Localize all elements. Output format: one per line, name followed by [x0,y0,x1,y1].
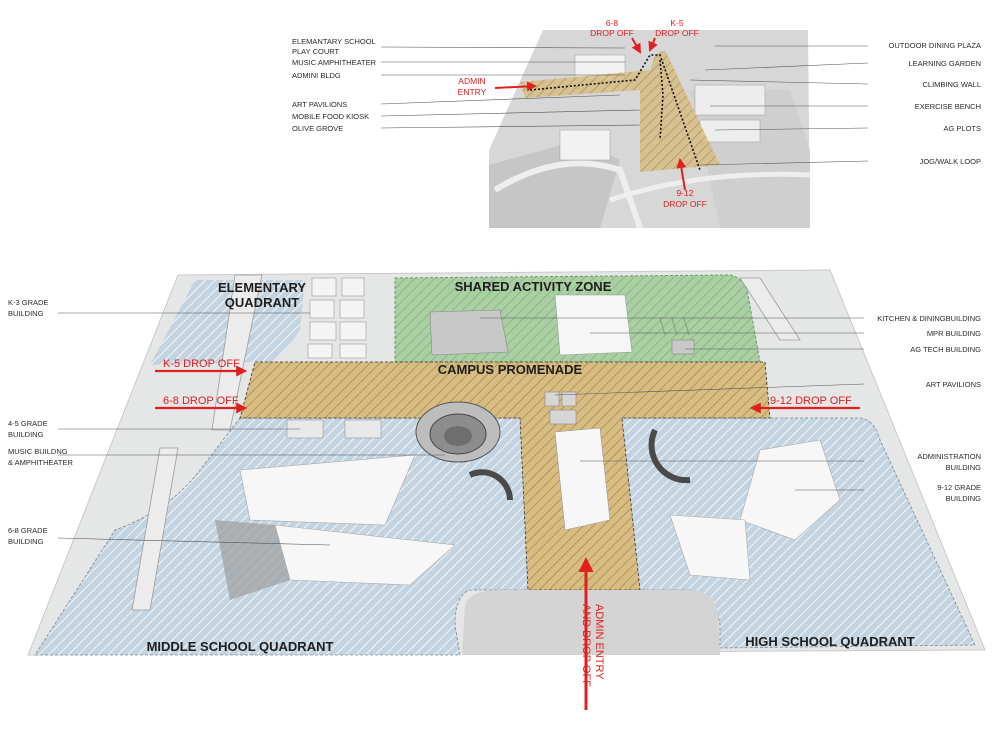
track-arc [468,469,513,501]
inset-drop-k5: DROP OFF [655,28,699,38]
label-music: & AMPHITHEATER [8,458,73,467]
elementary-quadrant-title: ELEMENTARY [218,280,306,295]
inset-jog-loop-2 [659,59,664,141]
label-mpr: MPR BUILDING [927,329,981,338]
label-music: MUSIC BUILDNG [8,447,68,456]
inset-road [493,160,643,229]
grade-68-building-top [239,454,416,526]
inset-label: ADMINI BLDG [292,71,341,80]
inset-label: OUTDOOR DINING PLAZA [888,41,981,50]
inset-road-2 [609,171,811,203]
ag-plots [659,317,690,336]
plan-drop-labels: K-5 DROP OFF 6-8 DROP OFF 9-12 DROP OFF … [163,358,852,687]
elementary-quadrant [150,280,305,365]
inset-drop-912: 9-12 [676,188,693,198]
middle-school-title: MIDDLE SCHOOL QUADRANT [147,639,334,654]
kitchen-dining-building [429,309,509,356]
plan-right-labels: KITCHEN & DININGBUILDING MPR BUILDING AG… [877,314,981,503]
track-arc [648,428,691,484]
inset-label: CLIMBING WALL [923,80,981,89]
inset-label: MOBILE FOOD KIOSK [292,112,369,121]
inset-label: EXERCISE BENCH [915,102,981,111]
administration-building [554,427,611,531]
drop-68-label: 6-8 DROP OFF [163,395,239,407]
inset-arrows [494,37,687,191]
label-k3: BUILDING [8,309,44,318]
inset-label: LEARNING GARDEN [908,59,981,68]
inset-admin-entry: ENTRY [458,87,487,97]
quadrant-titles: ELEMENTARY QUADRANT SHARED ACTIVITY ZONE… [147,279,915,654]
label-agtech: AG TECH BUILDING [910,345,981,354]
mpr-building [554,294,633,356]
label-68: BUILDING [8,537,44,546]
label-admin: BUILDING [946,463,982,472]
inset-label: PLAY COURT [292,47,340,56]
inset-promenade [520,50,720,172]
k3-buildings [307,277,367,359]
site-plan [27,269,986,656]
label-k3: K-3 GRADE [8,298,48,307]
drop-k5-label: K-5 DROP OFF [163,358,240,370]
inset-building [694,84,766,116]
high-school-title: HIGH SCHOOL QUADRANT [745,634,915,649]
inset-label: MUSIC AMPHITHEATER [292,58,377,67]
label-912: 9-12 GRADE [937,483,981,492]
inset-building [699,119,761,143]
admin-entry-label: ADMIN ENTRY [593,604,605,680]
plan-drop-arrows [155,365,860,710]
grade-912-building [739,439,841,541]
parking-strip-left-upper [211,274,263,431]
label-45: 4-5 GRADE [8,419,48,428]
inset-leaders [380,45,869,166]
label-68: 6-8 GRADE [8,526,48,535]
inset-admin-entry: ADMIN [458,76,485,86]
inset-aerial [489,30,811,229]
drop-912-label: 9-12 DROP OFF [770,395,852,407]
plan-left-labels: K-3 GRADE BUILDING 4-5 GRADE BUILDING MU… [8,298,73,546]
inset-drop-k5: K-5 [670,18,684,28]
grade-912-building-2 [669,514,751,581]
grade-45-building [344,419,382,439]
shared-zone-title: SHARED ACTIVITY ZONE [455,279,612,294]
inset-label: ART PAVILIONS [292,100,347,109]
music-amphitheater [415,401,501,463]
label-kitchen: KITCHEN & DININGBUILDING [877,314,981,323]
grade-68-shadow [215,520,290,600]
promenade-title: CAMPUS PROMENADE [438,362,583,377]
label-45: BUILDING [8,430,44,439]
art-pavilions [544,391,577,425]
entry-road [462,590,720,655]
ag-tech-building [671,339,695,355]
inset-label: JOG/WALK LOOP [920,157,981,166]
inset-drop-68: 6-8 [606,18,619,28]
inset-label: OLIVE GROVE [292,124,343,133]
plan-left-leaders [57,312,445,546]
inset-jog-loop [529,54,701,171]
parking-strip-right [739,277,801,341]
inset-drop-labels: 6-8 DROP OFF K-5 DROP OFF ADMIN ENTRY 9-… [458,18,707,209]
label-912: BUILDING [946,494,982,503]
elementary-quadrant-title: QUADRANT [225,295,299,310]
inset-drop-68: DROP OFF [590,28,634,38]
inset-left-labels: ELEMANTARY SCHOOL PLAY COURT MUSIC AMPHI… [292,37,377,133]
parking-strip-left [131,447,179,611]
plan-right-leaders [480,317,865,491]
label-art: ART PAVILIONS [926,380,981,389]
admin-entry-label: AND DROP OFF [580,604,592,687]
inset-label: ELEMANTARY SCHOOL [292,37,376,46]
inset-building [559,129,611,161]
inset-right-labels: OUTDOOR DINING PLAZA LEARNING GARDEN CLI… [888,41,981,166]
label-admin: ADMINISTRATION [917,452,981,461]
inset-drop-912: DROP OFF [663,199,707,209]
inset-label: AG PLOTS [943,124,981,133]
